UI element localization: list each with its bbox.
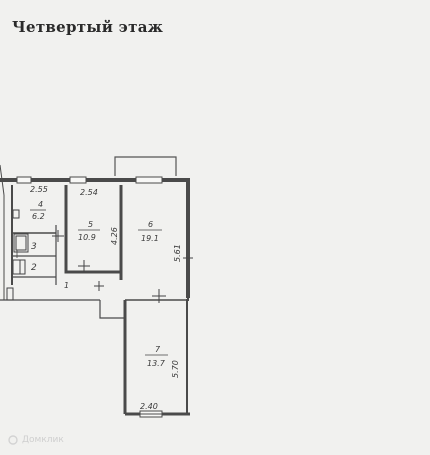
watermark-text: Домклик [22,435,64,445]
domclick-logo-icon [8,435,18,445]
sink-icon [12,259,26,275]
fixtures [6,209,29,301]
room-4-number: 4 [38,200,43,209]
room-7-area: 13.7 [147,359,166,368]
inner-walls [11,185,123,285]
balcony [114,156,177,176]
dimension-2-54: 2.54 [80,188,98,197]
room-6-number: 6 [148,220,153,229]
room-5-area: 10.9 [78,233,96,242]
dimension-2-40: 2.40 [140,402,158,411]
bathtub-icon [13,233,29,253]
dimension-5-61: 5.61 [173,244,182,262]
hallway-cabinet-icon [6,287,14,301]
outer-walls [0,164,190,416]
page-title: Четвертый этаж [12,18,164,36]
dimension-2-55: 2.55 [30,185,48,194]
door-marks [52,230,193,303]
room-3-number: 3 [31,242,37,252]
dimension-4-26: 4.26 [110,227,119,245]
windows [16,176,163,418]
room-1-number: 1 [64,281,69,290]
dimension-5-70: 5.70 [171,360,180,378]
stove-icon [12,209,20,219]
watermark: Домклик [8,435,64,445]
room-6-area: 19.1 [141,234,159,243]
room-5-number: 5 [88,220,93,229]
room-7-number: 7 [155,345,161,354]
room-4-area: 6.2 [32,212,45,221]
room-2-number: 2 [31,263,37,273]
